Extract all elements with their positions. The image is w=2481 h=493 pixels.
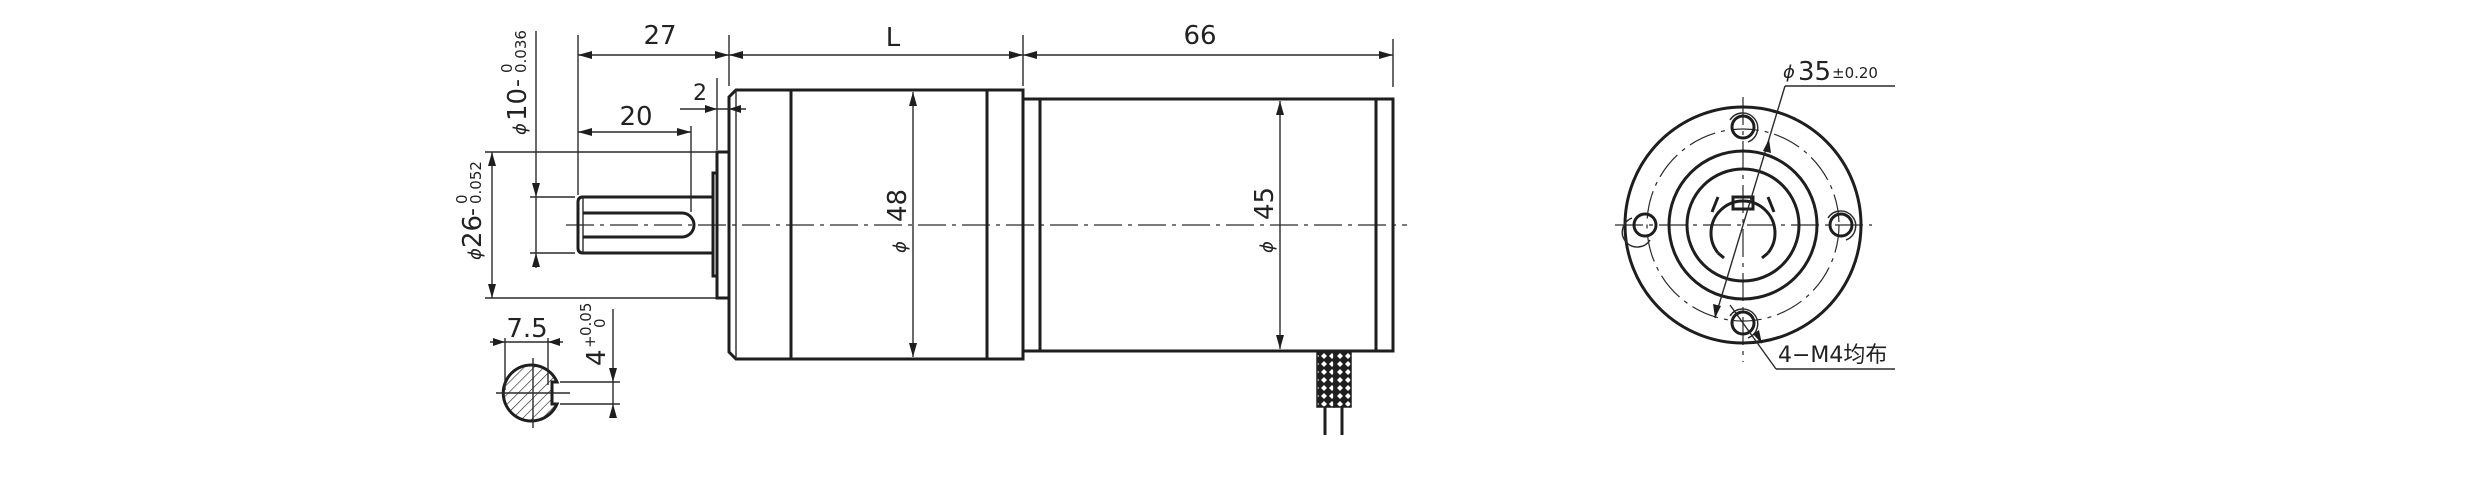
svg-text:ϕ: ϕ bbox=[1783, 62, 1795, 83]
svg-text:0.036: 0.036 bbox=[512, 30, 530, 73]
svg-text:ϕ: ϕ bbox=[510, 123, 531, 135]
motor-body bbox=[1023, 97, 1395, 353]
svg-text:35: 35 bbox=[1798, 57, 1831, 87]
gearbox-diameter-label: 48 bbox=[883, 189, 913, 222]
svg-text:ϕ: ϕ bbox=[1257, 241, 1278, 253]
boss-diameter-label: ϕ 26 - 0 0.052 bbox=[453, 161, 488, 260]
dim-shaft-length: 27 bbox=[643, 21, 676, 51]
mounting-holes bbox=[1621, 112, 1857, 339]
svg-text:26: 26 bbox=[458, 215, 488, 248]
svg-text:4: 4 bbox=[582, 349, 612, 366]
svg-text:ϕ: ϕ bbox=[465, 248, 486, 260]
gearbox-diameter-dimension bbox=[909, 92, 917, 357]
svg-text:±0.20: ±0.20 bbox=[1832, 64, 1878, 82]
shaft-end bbox=[1709, 195, 1777, 260]
svg-text:-: - bbox=[505, 79, 530, 87]
svg-text:45: 45 bbox=[1250, 187, 1280, 220]
motor-diameter-dimension bbox=[1276, 101, 1284, 349]
motor-cable bbox=[1316, 350, 1352, 435]
output-shaft bbox=[576, 195, 712, 255]
gearbox-housing bbox=[727, 88, 1025, 361]
svg-text:0.05: 0.05 bbox=[577, 303, 595, 336]
svg-text:+: + bbox=[581, 335, 599, 348]
svg-text:48: 48 bbox=[883, 189, 913, 222]
svg-text:-: - bbox=[460, 208, 485, 216]
shaft-section-view bbox=[490, 309, 620, 428]
side-view: 27 L 66 20 2 ϕ 10 - bbox=[453, 21, 1407, 435]
length-dimensions bbox=[577, 35, 1394, 195]
pilot-ring-inner bbox=[1685, 167, 1801, 283]
motor-diameter-label: 45 bbox=[1250, 187, 1280, 220]
svg-text:10: 10 bbox=[503, 88, 533, 121]
svg-text:0: 0 bbox=[453, 194, 471, 204]
bolt-circle-label: ϕ 35 ±0.20 bbox=[1783, 57, 1878, 87]
svg-text:0: 0 bbox=[498, 63, 516, 73]
front-view bbox=[1615, 85, 1895, 370]
keyway bbox=[583, 211, 696, 239]
holes-leader bbox=[1729, 304, 1777, 370]
dim-flange-offset: 2 bbox=[693, 81, 707, 106]
shaft-diameter-label: ϕ 10 - 0 0.036 bbox=[498, 30, 533, 135]
dim-key-length: 20 bbox=[619, 102, 652, 132]
bolt-circle bbox=[1646, 128, 1840, 322]
svg-text:ϕ: ϕ bbox=[890, 241, 911, 253]
phi-symbol: ϕ bbox=[1257, 241, 1278, 253]
bolt-circle-leader bbox=[1714, 85, 1786, 319]
pilot-ring-outer bbox=[1667, 149, 1819, 301]
svg-text:0: 0 bbox=[591, 318, 609, 328]
boss-diameter-dimension bbox=[485, 151, 717, 299]
key-width-label: 4 + 0.05 0 bbox=[577, 303, 612, 366]
flange-outline bbox=[1623, 105, 1863, 345]
dim-motor-length: 66 bbox=[1183, 21, 1216, 51]
holes-note: 4−M4均布 bbox=[1778, 343, 1887, 368]
shaft-diameter-dimension bbox=[530, 31, 575, 268]
key-length-dimension bbox=[578, 126, 692, 212]
dim-gearbox-length: L bbox=[886, 23, 901, 53]
phi-symbol: ϕ bbox=[890, 241, 911, 253]
dim-section-width: 7.5 bbox=[506, 314, 547, 344]
svg-text:0.052: 0.052 bbox=[467, 161, 485, 204]
flange-offset-dimension bbox=[680, 78, 746, 150]
